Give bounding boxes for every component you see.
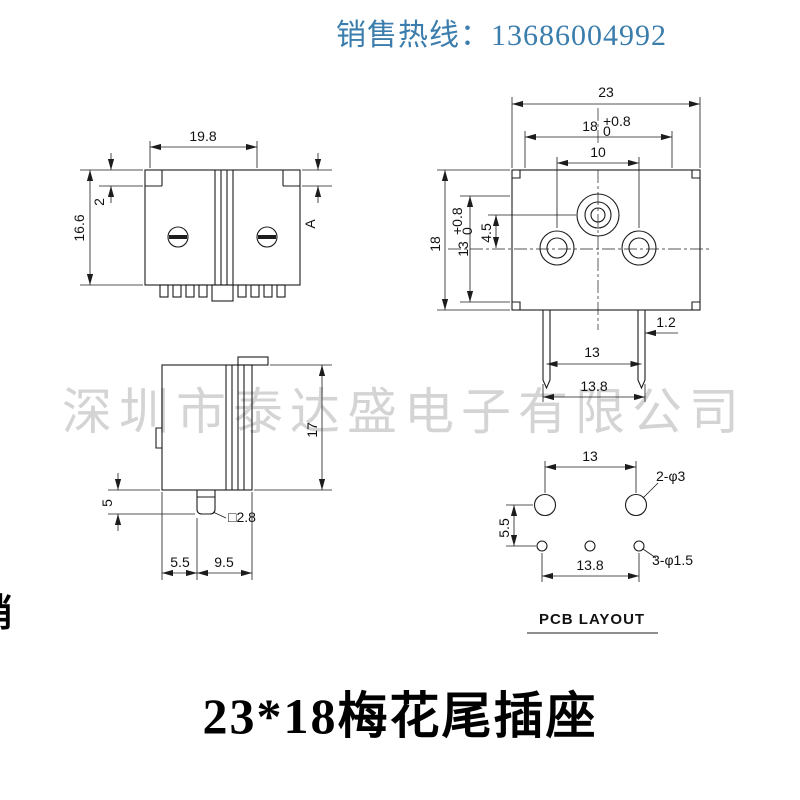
face-hole-pitch-dim: 10 [590, 144, 606, 160]
side-height-dim: 17 [304, 422, 320, 438]
pin-pitch-dim: 13 [584, 344, 600, 360]
face-view: 23 18 +0.8 0 10 18 13 +0.8 [427, 84, 712, 402]
mount-hole-right [624, 493, 648, 517]
pin-left [542, 310, 551, 390]
face-opening-height-dim-group: 13 +0.8 0 [449, 207, 475, 257]
face-opening-width-tol-upper: +0.8 [603, 113, 631, 129]
face-opening-height-tol-lower: 0 [459, 227, 475, 235]
socket-hole-right [621, 230, 657, 266]
side-pin-length-dim: 5 [99, 499, 115, 507]
face-overall-width-dim: 23 [598, 84, 614, 100]
front-height-dim: 16.6 [71, 214, 87, 241]
pcb-row-gap-dim: 5.5 [496, 518, 512, 538]
side-view: □2.8 17 5 5.5 9.5 [99, 356, 332, 580]
face-opening-height-tol-upper: +0.8 [449, 207, 465, 235]
pin-width-dim: 1.2 [656, 314, 676, 330]
front-ref-dim: A [302, 219, 318, 229]
side-offset-right-dim: 9.5 [214, 554, 234, 570]
side-pin [196, 490, 216, 515]
socket-hole-top [576, 193, 620, 237]
pin-section-dim: □2.8 [228, 509, 256, 525]
front-tab-dim: 2 [91, 198, 107, 206]
face-opening-width-dim: 18 [582, 118, 598, 134]
socket-hole-left [539, 230, 575, 266]
face-center-offset-dim: 4.5 [478, 223, 494, 243]
front-width-dim: 19.8 [189, 128, 216, 144]
pcb-pin-span-dim: 13.8 [576, 557, 603, 573]
pin-hole-right [633, 540, 645, 552]
pcb-layout-label: PCB LAYOUT [539, 611, 645, 628]
pcb-mount-holes-callout: 2-φ3 [656, 468, 686, 484]
face-overall-height-dim: 18 [427, 236, 443, 252]
pin-hole-left [536, 540, 548, 552]
pin-right [637, 310, 646, 390]
company-watermark: 深圳市泰达盛电子有限公司 [62, 384, 746, 440]
mount-hole-left [533, 493, 557, 517]
pcb-layout-view: 13 5.5 13.8 2-φ3 3-φ1.5 PCB LAYOUT [496, 448, 693, 634]
front-view: 19.8 2 16.6 A [71, 128, 332, 302]
product-title: 23*18梅花尾插座 [202, 688, 598, 744]
front-teeth [159, 284, 286, 302]
face-body [511, 169, 701, 311]
sales-hotline-text: 销售热线：13686004992 [336, 19, 667, 52]
pcb-mount-pitch-dim: 13 [582, 448, 598, 464]
side-offset-left-dim: 5.5 [170, 554, 190, 570]
watermark-edge-fragment: 销 [0, 582, 12, 637]
pcb-pin-holes-callout: 3-φ1.5 [652, 552, 693, 568]
pin-span-dim: 13.8 [580, 378, 607, 394]
face-opening-width-tol-lower: 0 [603, 123, 611, 139]
front-body [144, 169, 301, 286]
screw-right-icon [256, 226, 278, 248]
pin-hole-center [584, 540, 596, 552]
screw-left-icon [167, 226, 189, 248]
face-opening-height-dim: 13 [455, 241, 471, 257]
